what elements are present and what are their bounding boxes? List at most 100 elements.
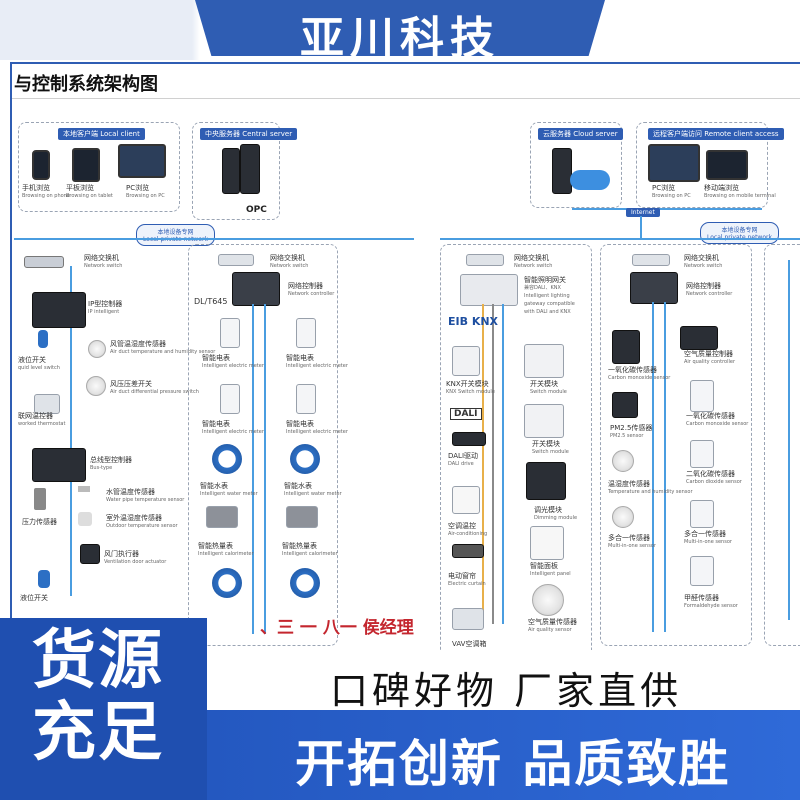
network-bus-right (440, 238, 800, 240)
internet-line (572, 208, 762, 210)
vav-label: VAV空调箱 (452, 640, 487, 648)
temp-hum-icon (612, 450, 634, 472)
switch-icon-col4 (632, 254, 670, 266)
diagram-title: 与控制系统架构图 (14, 74, 158, 95)
remote-pc-icon (648, 144, 700, 182)
pressure-switch-icon (86, 376, 106, 396)
col4-trunk (652, 302, 654, 632)
knx-module-icon (452, 346, 480, 376)
water-meter-icon-2 (290, 444, 320, 474)
bus-controller-icon (32, 448, 86, 482)
electric-meter-icon-2 (296, 318, 316, 348)
col3-bus-blue (502, 304, 504, 624)
pressure-sensor-label: 压力传感器 (22, 518, 57, 526)
dali-drive-icon (452, 432, 486, 446)
cloud-server-icon (552, 148, 572, 194)
central-server-group (192, 122, 280, 220)
calorimeter-icon-2 (286, 506, 318, 528)
internet-label: Internet (626, 208, 660, 217)
electric-meter-icon-3 (220, 384, 240, 414)
network-controller-icon (232, 272, 280, 306)
diagram-title-bar (12, 64, 800, 99)
brand-band (195, 0, 605, 56)
switch-module-icon-2 (524, 404, 564, 438)
cloud-icon (570, 170, 610, 190)
lighting-gateway-icon (460, 274, 518, 306)
partial-group-right (764, 244, 800, 646)
remote-client-group (636, 122, 768, 208)
thermostat-icon (34, 394, 60, 414)
col3-bus-gray (492, 304, 494, 624)
outdoor-sensor-icon (78, 512, 92, 526)
opc-logo: OPC (246, 205, 267, 215)
local-network-pill: 本地设备专网Local private network (136, 224, 215, 246)
electric-meter-icon-4 (296, 384, 316, 414)
co-sensor-icon-2 (690, 380, 714, 412)
level-switch-icon (38, 330, 48, 348)
server-icon-2 (240, 144, 260, 194)
protocol-label: DL/T645 (194, 297, 228, 306)
panel-icon (530, 526, 564, 560)
environment-group (600, 244, 752, 646)
local-network-pill-right: 本地设备专网Local private network (700, 222, 779, 244)
partial-trunk-right (788, 260, 790, 620)
dali-logo: DALI (450, 408, 482, 420)
water-temp-icon (78, 486, 90, 492)
tablet-icon (72, 148, 100, 182)
switch-icon-col1 (24, 256, 64, 268)
curtain-icon (452, 544, 484, 558)
slogan-band (207, 650, 800, 710)
central-server-label: 中央服务器 Central server (200, 128, 298, 140)
water-meter-icon-3 (212, 568, 242, 598)
ip-controller-icon (32, 292, 86, 328)
switch-icon-col3 (466, 254, 504, 266)
left-slogan-line1: 货源 (32, 624, 164, 698)
pc-icon (118, 144, 166, 178)
metering-group (188, 244, 338, 646)
slogan-secondary: 开拓创新 品质致胜 (295, 735, 731, 793)
water-meter-icon-4 (290, 568, 320, 598)
col1-trunk (70, 266, 72, 596)
actuator-icon (80, 544, 100, 564)
col3-bus-orange (482, 304, 484, 624)
left-slogan-line2: 充足 (32, 696, 164, 770)
air-quality-sensor-icon (532, 584, 564, 616)
slogan-blue-band (207, 710, 800, 800)
local-client-label: 本地客户端 Local client (58, 128, 145, 140)
col2-trunk (252, 304, 254, 634)
co-sensor-icon (612, 330, 640, 364)
cloud-server-group (530, 122, 622, 208)
level-switch2-label: 液位开关 (20, 594, 48, 602)
left-slogan-panel (0, 618, 207, 800)
left-slogan: 货源 充足 (32, 625, 164, 769)
slogan-primary: 口碑好物 厂家直供 (330, 669, 683, 713)
